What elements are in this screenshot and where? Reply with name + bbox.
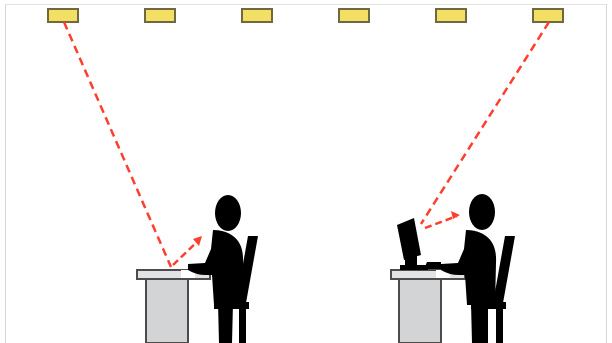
right-workstation — [391, 22, 549, 343]
left-desk-icon — [137, 270, 210, 343]
left-reflection-arrowhead-icon — [193, 236, 202, 246]
ceiling-light-6-icon — [533, 9, 563, 22]
ceiling-light-5-icon — [436, 9, 466, 22]
ceiling-light-4-icon — [339, 9, 369, 22]
right-reflection-arrowhead-icon — [451, 211, 460, 219]
right-reflection-ray — [425, 216, 457, 228]
left-workstation — [64, 22, 258, 343]
ceiling-light-3-icon — [242, 9, 272, 22]
left-light-ray — [64, 22, 171, 267]
ceiling-light-group — [48, 9, 563, 22]
right-light-ray — [421, 22, 549, 224]
right-monitor-icon — [397, 218, 441, 270]
left-person-silhouette-icon — [188, 195, 243, 343]
ceiling-light-2-icon — [145, 9, 175, 22]
left-reflection-ray — [173, 240, 199, 265]
right-desk-icon — [391, 270, 465, 343]
ceiling-light-1-icon — [48, 9, 78, 22]
